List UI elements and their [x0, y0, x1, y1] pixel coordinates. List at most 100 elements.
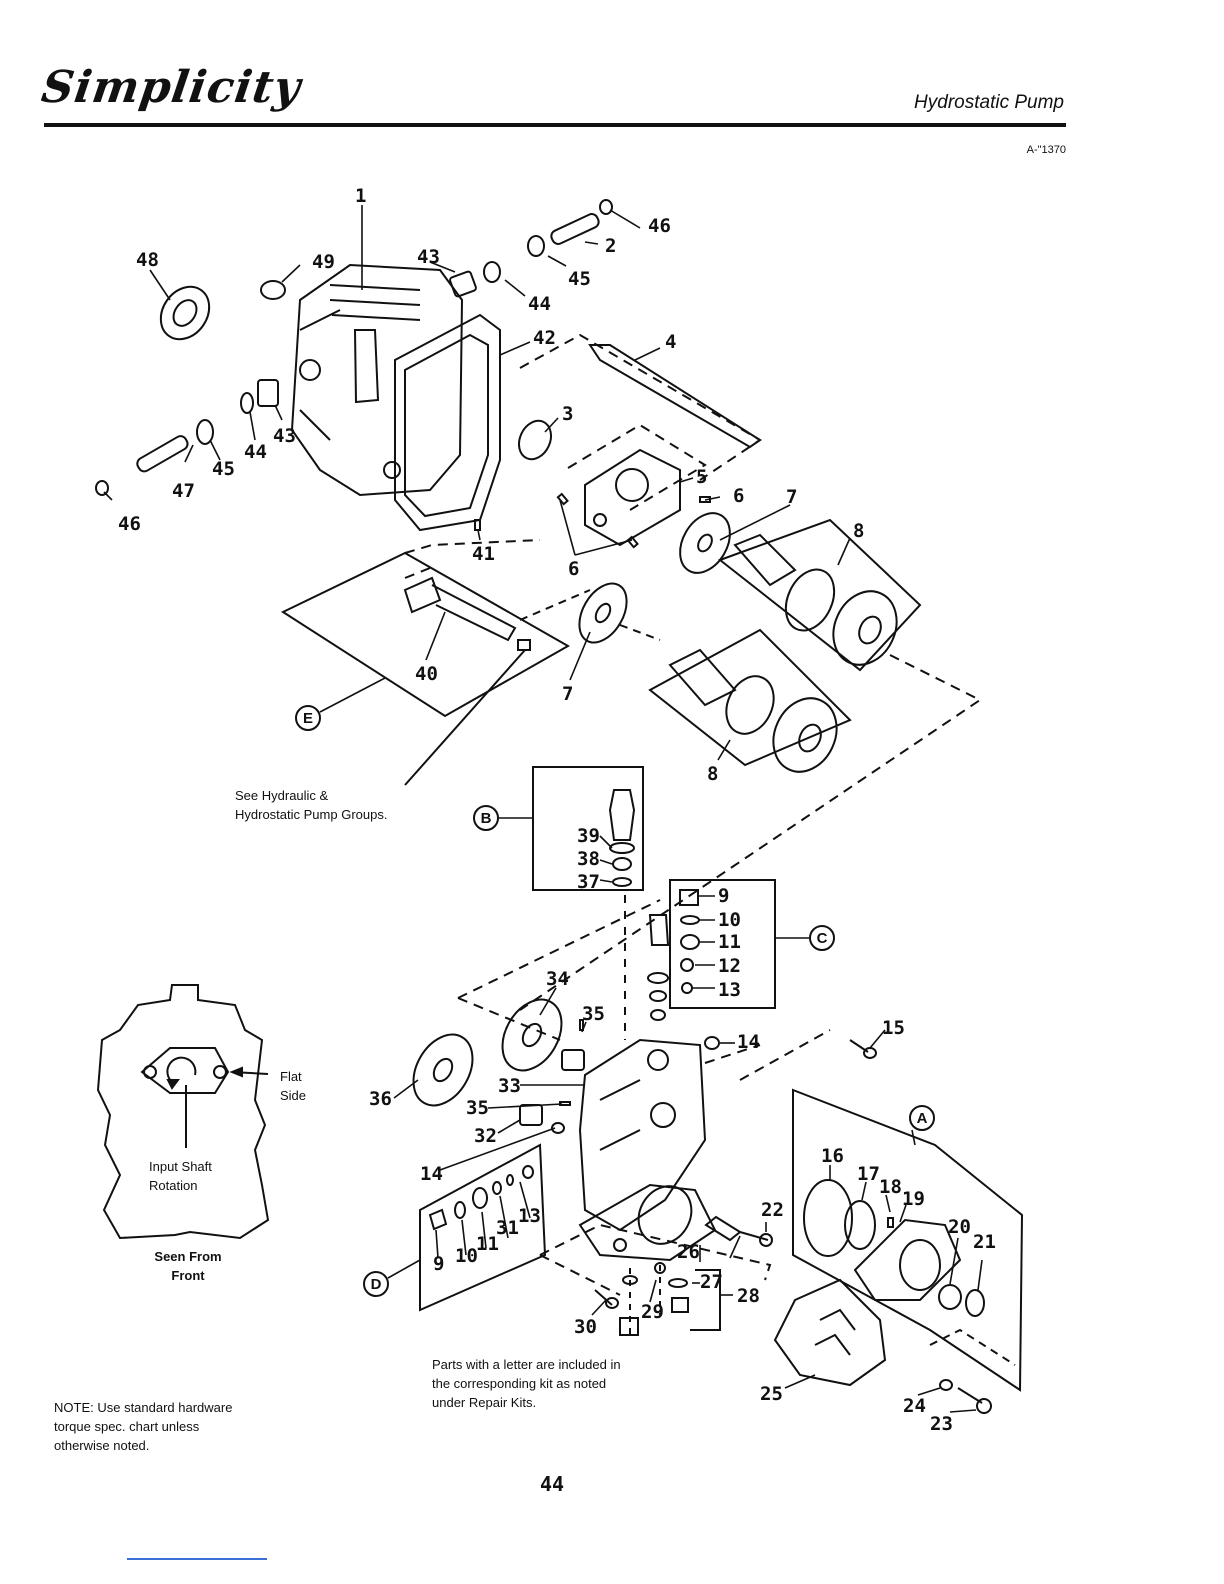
callout-46a: 46	[648, 215, 671, 237]
o-ring-16	[803, 1179, 853, 1257]
callout-8a: 8	[853, 520, 864, 542]
link-underline	[127, 1558, 267, 1560]
ring-21	[965, 1289, 985, 1317]
bearing-48	[159, 285, 211, 341]
kit-c-marker: C	[809, 925, 835, 951]
callout-24: 24	[903, 1395, 926, 1417]
plug-14-a	[551, 1122, 565, 1134]
callout-15: 15	[882, 1017, 905, 1039]
washer-46	[599, 199, 613, 215]
callout-17: 17	[857, 1163, 880, 1185]
callout-3: 3	[562, 403, 573, 425]
pin-18	[887, 1217, 894, 1228]
kit-markers: A B C D E	[295, 705, 935, 1297]
kit-d-box	[419, 1143, 547, 1312]
bearing-32	[519, 1104, 543, 1126]
callout-43a: 43	[417, 246, 440, 268]
callout-1: 1	[355, 185, 366, 207]
center-section-33	[578, 1038, 707, 1232]
bolt-30	[605, 1297, 619, 1309]
callout-27: 27	[700, 1271, 723, 1293]
svg-text:D: D	[371, 1276, 382, 1293]
bolt-15	[863, 1047, 877, 1059]
callout-30: 30	[574, 1316, 597, 1338]
bearing-43	[449, 270, 477, 298]
callout-48: 48	[136, 249, 159, 271]
callout-13a: 13	[718, 979, 741, 1001]
callout-41: 41	[472, 543, 495, 565]
valve-stack-center	[647, 914, 670, 1021]
plug-14-b	[704, 1036, 720, 1050]
plug-30	[619, 1317, 639, 1336]
pin-2	[550, 213, 600, 245]
washer-45	[527, 235, 545, 257]
pin-35-a	[579, 1019, 584, 1031]
callout-18: 18	[879, 1176, 902, 1198]
callout-11b: 11	[476, 1233, 499, 1255]
callout-46b: 46	[118, 513, 141, 535]
kit-a-box	[792, 1088, 1024, 1392]
callout-2: 2	[605, 235, 616, 257]
svg-text:A: A	[917, 1110, 928, 1127]
kit-b-box	[532, 766, 644, 891]
pump-housing	[290, 263, 464, 497]
filter-25	[773, 1278, 887, 1387]
kit-e-box	[280, 551, 571, 718]
callout-19: 19	[902, 1188, 925, 1210]
callout-45b: 45	[212, 458, 235, 480]
callout-35a: 35	[582, 1003, 605, 1025]
callout-31: 31	[496, 1217, 519, 1239]
callout-40: 40	[415, 663, 438, 685]
callout-10b: 10	[455, 1245, 478, 1267]
callout-9a: 9	[718, 885, 729, 907]
page-number: 44	[540, 1472, 565, 1496]
callout-6b: 6	[568, 558, 579, 580]
callout-10a: 10	[718, 909, 741, 931]
callout-49: 49	[312, 251, 335, 273]
washer-45-left	[196, 419, 214, 445]
check-valve-b	[608, 789, 636, 887]
callout-36: 36	[369, 1088, 392, 1110]
callout-14b: 14	[420, 1163, 443, 1185]
inset-housing-outline	[96, 984, 270, 1240]
shaft-4	[588, 344, 762, 449]
callout-7a: 7	[786, 486, 797, 508]
callout-16: 16	[821, 1145, 844, 1167]
callout-42: 42	[533, 327, 556, 349]
flat-side-label: Flat Side	[280, 1069, 307, 1103]
callout-39: 39	[577, 825, 600, 847]
input-shaft-40	[403, 576, 517, 642]
shaft-box	[519, 333, 762, 481]
callout-28: 28	[737, 1285, 760, 1307]
callout-23: 23	[930, 1413, 953, 1435]
callout-12: 12	[718, 955, 741, 977]
input-shaft-rotation-label: Input Shaft Rotation	[149, 1159, 212, 1193]
leader-lines	[103, 205, 983, 1413]
key	[517, 639, 531, 651]
callout-45a: 45	[568, 268, 591, 290]
callout-32: 32	[474, 1125, 497, 1147]
kit-a-marker: A	[909, 1105, 935, 1131]
callout-21: 21	[973, 1231, 996, 1253]
callout-5: 5	[696, 466, 707, 488]
header-rule	[44, 123, 1066, 127]
callout-25: 25	[760, 1383, 783, 1405]
bushing-20	[938, 1284, 962, 1310]
callout-38: 38	[577, 848, 600, 870]
svg-text:E: E	[303, 710, 313, 727]
svg-text:B: B	[481, 810, 492, 827]
bearing-43-left	[257, 379, 279, 407]
bearing-3	[517, 419, 553, 461]
bearing-35-upper	[561, 1049, 585, 1071]
kit-c-box	[669, 879, 776, 1009]
callout-22: 22	[761, 1199, 784, 1221]
charge-pump-19	[853, 1218, 962, 1301]
callout-44b: 44	[244, 441, 267, 463]
callout-29: 29	[641, 1301, 664, 1323]
callout-6a: 6	[733, 485, 744, 507]
callout-14a: 14	[737, 1031, 760, 1053]
bolt-22	[759, 1233, 773, 1247]
callout-35b: 35	[466, 1097, 489, 1119]
swashplate-box	[567, 423, 707, 511]
